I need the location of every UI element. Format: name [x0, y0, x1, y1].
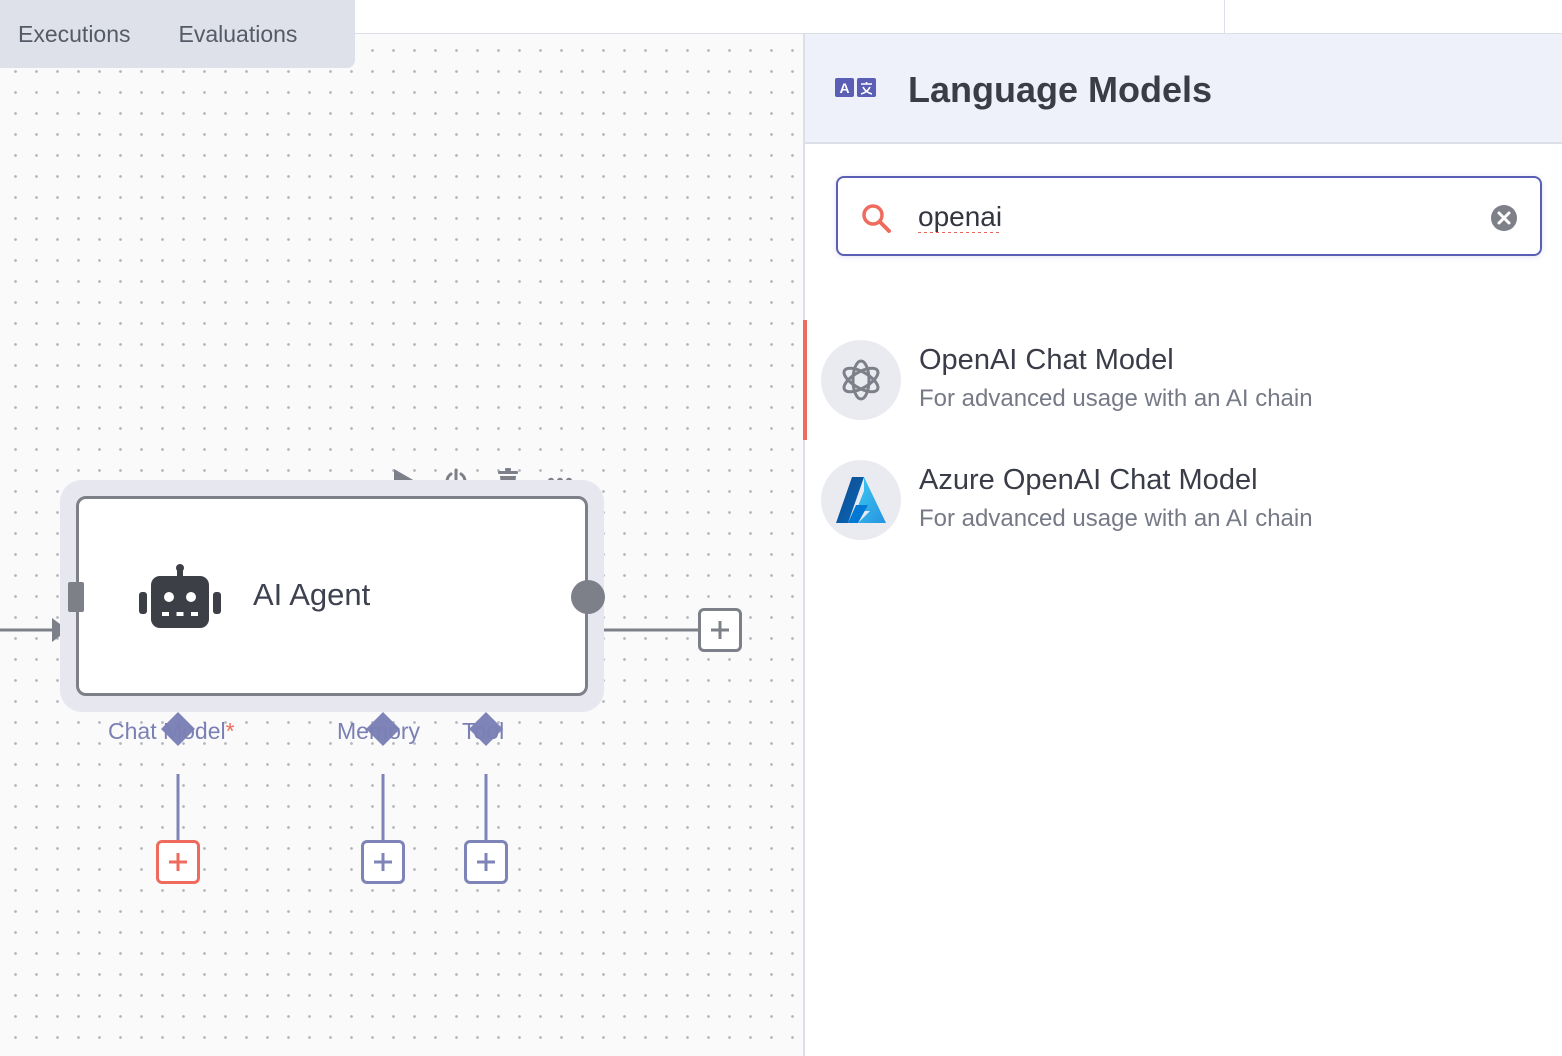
plus-icon	[711, 621, 729, 639]
result-description: For advanced usage with an AI chain	[919, 505, 1313, 532]
tab-evaluations[interactable]: Evaluations	[178, 20, 298, 47]
result-icon-container	[821, 340, 901, 420]
openai-logo-icon	[842, 359, 880, 401]
top-bar-divider	[1224, 0, 1225, 34]
chat-model-port-label: Chat Model*	[108, 718, 235, 745]
result-description: For advanced usage with an AI chain	[919, 385, 1313, 412]
panel-header: A Language Models	[805, 34, 1562, 144]
plus-icon	[374, 853, 392, 871]
chat-model-label: Chat Model	[108, 718, 226, 744]
memory-port-label: Memory	[337, 718, 421, 744]
result-item-azure-openai-chat-model[interactable]: Azure OpenAI Chat Model For advanced usa…	[805, 440, 1562, 560]
add-next-node-button[interactable]	[698, 608, 742, 652]
result-title: Azure OpenAI Chat Model	[919, 464, 1258, 496]
search-input[interactable]	[918, 196, 1478, 238]
plus-icon	[169, 853, 187, 871]
memory-port[interactable]	[365, 711, 401, 747]
search-icon	[862, 204, 891, 233]
agent-node-label: AI Agent	[253, 577, 371, 612]
add-tool-button[interactable]	[464, 840, 508, 884]
translate-icon: A	[835, 78, 876, 97]
agent-output-handle[interactable]	[571, 580, 605, 614]
clear-search-icon[interactable]	[1490, 204, 1518, 232]
panel-title: Language Models	[908, 69, 1213, 110]
svg-text:A: A	[839, 80, 849, 96]
search-box	[836, 176, 1542, 256]
result-item-openai-chat-model[interactable]: OpenAI Chat Model For advanced usage wit…	[803, 320, 1562, 440]
add-memory-button[interactable]	[361, 840, 405, 884]
add-chat-model-button[interactable]	[156, 840, 200, 884]
tabs-bar: Executions Evaluations	[0, 0, 355, 68]
agent-input-handle[interactable]	[68, 582, 84, 612]
required-mark: *	[225, 718, 235, 744]
result-title: OpenAI Chat Model	[919, 344, 1174, 376]
result-icon-container	[821, 460, 901, 540]
plus-icon	[477, 853, 495, 871]
tool-port[interactable]	[468, 711, 504, 747]
tool-port-label: Tool	[462, 718, 505, 744]
node-creator-panel: A Language Models	[803, 34, 1562, 1056]
robot-icon	[139, 564, 221, 628]
results-list: OpenAI Chat Model For advanced usage wit…	[803, 320, 1562, 560]
azure-logo-icon	[836, 477, 886, 523]
chat-model-port[interactable]	[160, 711, 196, 747]
connection-lines	[0, 618, 698, 840]
tab-executions[interactable]: Executions	[18, 20, 131, 47]
